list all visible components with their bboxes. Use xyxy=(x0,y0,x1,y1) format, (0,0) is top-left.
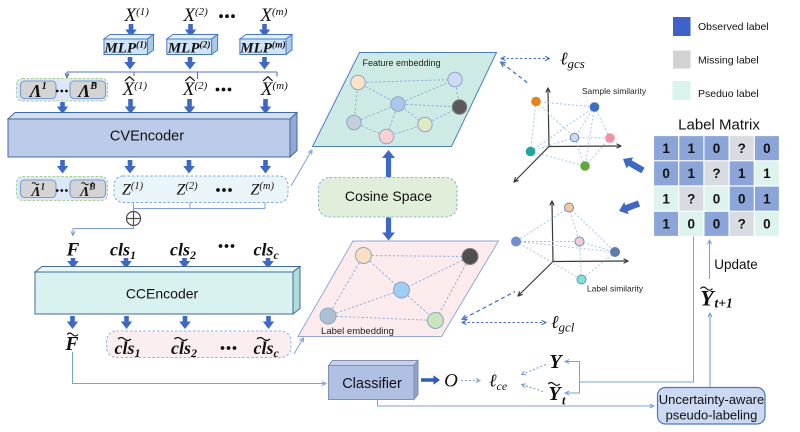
svg-text:Λ1: Λ1 xyxy=(28,81,47,101)
svg-text:X(m): X(m) xyxy=(260,79,288,100)
svg-text:cls2: cls2 xyxy=(171,338,197,360)
svg-text:1: 1 xyxy=(662,191,670,206)
svg-text:ℓgcl: ℓgcl xyxy=(551,312,575,335)
svg-text:pseudo-labeling: pseudo-labeling xyxy=(666,408,758,423)
svg-text:1: 1 xyxy=(688,141,696,156)
svg-text:Pseduo label: Pseduo label xyxy=(698,88,759,100)
svg-text:X(2): X(2) xyxy=(182,5,208,26)
svg-text:Λ1: Λ1 xyxy=(30,182,45,201)
svg-text:Update: Update xyxy=(714,257,758,272)
svg-text:O: O xyxy=(444,371,458,392)
svg-text:Label similarity: Label similarity xyxy=(587,284,644,294)
svg-text:1: 1 xyxy=(662,141,670,156)
svg-text:Z(m): Z(m) xyxy=(251,181,275,199)
svg-text:1: 1 xyxy=(763,191,771,206)
svg-text:X(1): X(1) xyxy=(122,79,148,100)
svg-text:0: 0 xyxy=(763,217,771,232)
svg-text:cls2: cls2 xyxy=(170,240,196,263)
svg-text:0: 0 xyxy=(662,166,670,181)
svg-text:CCEncoder: CCEncoder xyxy=(126,286,199,302)
svg-text:clsc: clsc xyxy=(254,338,280,360)
svg-text:Z(2): Z(2) xyxy=(177,181,199,199)
svg-text:Label embedding: Label embedding xyxy=(321,326,394,337)
svg-text:ΛB: ΛB xyxy=(76,81,97,101)
svg-text:Y: Y xyxy=(548,383,562,405)
svg-text:ℓgcs: ℓgcs xyxy=(560,49,585,72)
svg-text:cls1: cls1 xyxy=(110,240,136,263)
svg-text:?: ? xyxy=(712,166,720,181)
svg-text:MLP(m): MLP(m) xyxy=(239,39,285,56)
svg-text:ℓce: ℓce xyxy=(489,371,508,394)
svg-text:clsc: clsc xyxy=(254,240,280,263)
svg-text:1: 1 xyxy=(738,166,746,181)
svg-text:F: F xyxy=(66,240,80,261)
svg-text:X(2): X(2) xyxy=(182,79,208,100)
svg-text:0: 0 xyxy=(713,217,721,232)
svg-text:Y: Y xyxy=(549,351,563,373)
svg-text:0: 0 xyxy=(738,191,746,206)
svg-text:Cosine Space: Cosine Space xyxy=(345,188,432,204)
svg-text:Missing label: Missing label xyxy=(698,55,759,67)
svg-text:0: 0 xyxy=(763,141,771,156)
svg-text:t+1: t+1 xyxy=(715,296,733,311)
svg-text:ΛB: ΛB xyxy=(79,182,95,201)
svg-text:1: 1 xyxy=(662,217,670,232)
svg-text:?: ? xyxy=(738,217,746,232)
svg-text:F: F xyxy=(64,334,78,355)
svg-text:1: 1 xyxy=(688,166,696,181)
svg-text:MLP(1): MLP(1) xyxy=(103,39,147,56)
svg-text:CVEncoder: CVEncoder xyxy=(110,129,184,145)
svg-text:MLP(2): MLP(2) xyxy=(167,39,211,56)
svg-text:cls1: cls1 xyxy=(115,338,141,360)
svg-text:t: t xyxy=(562,394,566,408)
svg-text:Z(1): Z(1) xyxy=(122,181,144,199)
svg-text:Y: Y xyxy=(700,286,716,311)
svg-text:Classifier: Classifier xyxy=(342,376,402,392)
svg-text:Feature embedding: Feature embedding xyxy=(362,58,440,68)
svg-text:0: 0 xyxy=(713,191,721,206)
svg-text:Uncertainty-aware: Uncertainty-aware xyxy=(659,392,765,407)
svg-text:Label Matrix: Label Matrix xyxy=(678,117,760,134)
svg-text:X(m): X(m) xyxy=(259,5,287,26)
svg-text:?: ? xyxy=(687,191,695,206)
svg-text:1: 1 xyxy=(763,166,771,181)
svg-text:X(1): X(1) xyxy=(124,5,150,26)
svg-text:0: 0 xyxy=(688,217,696,232)
svg-text:Observed label: Observed label xyxy=(698,21,769,33)
svg-text:?: ? xyxy=(738,141,746,156)
svg-text:0: 0 xyxy=(713,141,721,156)
svg-text:Sample similarity: Sample similarity xyxy=(582,86,647,96)
